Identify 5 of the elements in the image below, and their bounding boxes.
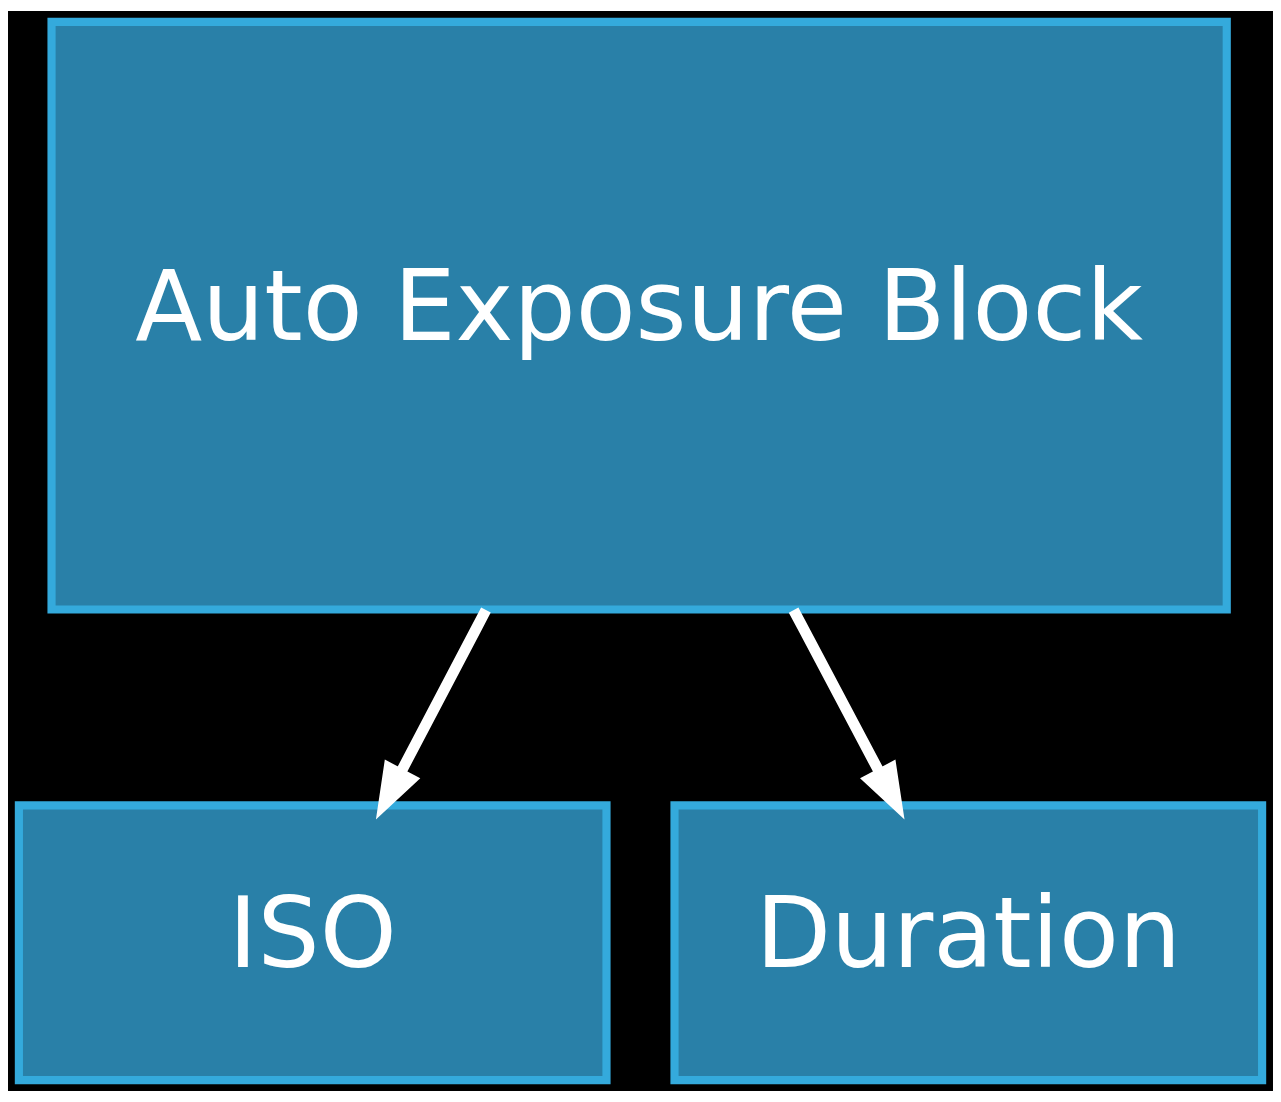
arrow — [375, 607, 491, 820]
node-box: Auto Exposure Block — [47, 17, 1231, 614]
node-box: ISO — [14, 801, 611, 1085]
arrow — [788, 607, 905, 820]
node-box: Duration — [670, 801, 1267, 1085]
